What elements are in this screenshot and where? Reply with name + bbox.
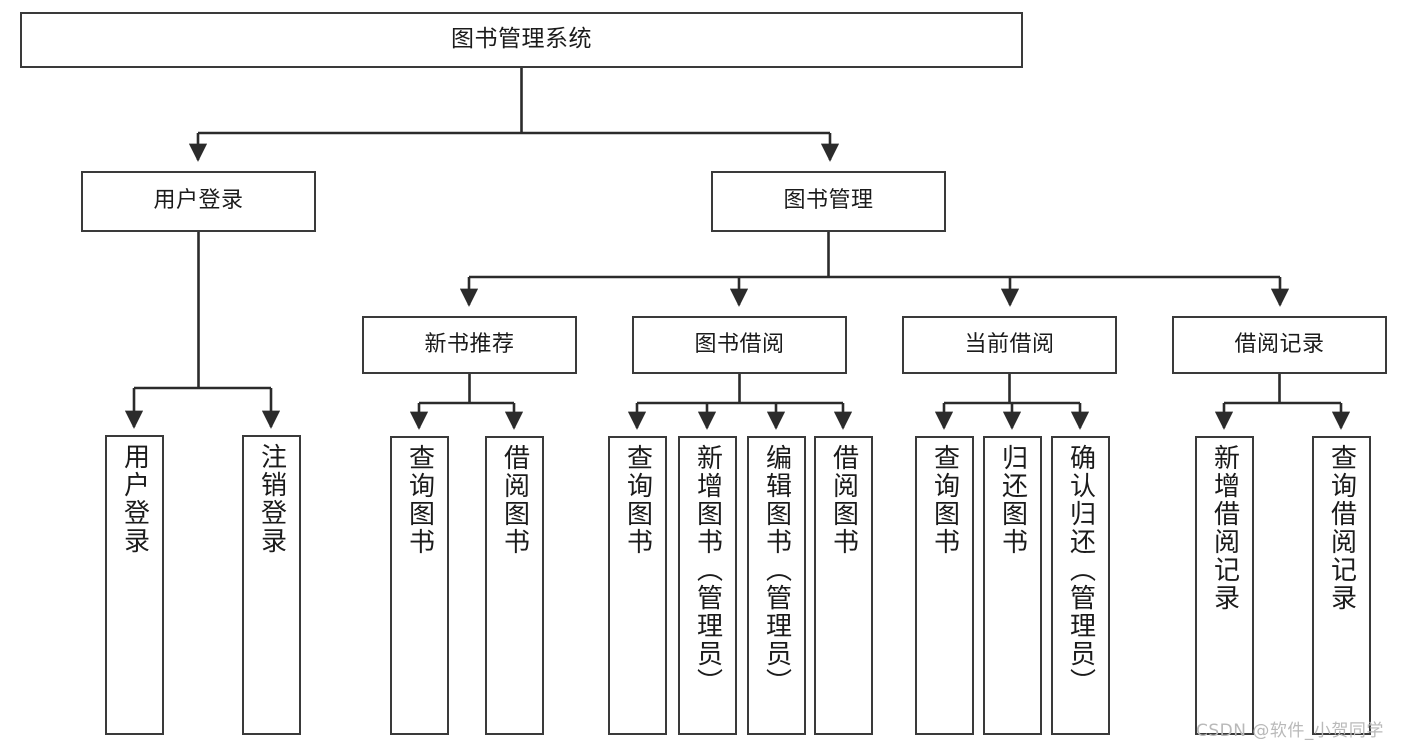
leaf-edit-book-admin[interactable]: 编辑图书（管理员）	[747, 436, 806, 735]
leaf-user-logout[interactable]: 注销登录	[242, 435, 301, 735]
leaf-user-login[interactable]: 用户登录	[105, 435, 164, 735]
node-label: 图书借阅	[694, 331, 785, 357]
node-label: 新增借阅记录	[1209, 444, 1240, 612]
node-label: 查询图书	[622, 444, 653, 556]
leaf-query-borrow-record[interactable]: 查询借阅记录	[1312, 436, 1371, 735]
node-label: 借阅图书	[828, 444, 859, 556]
leaf-add-borrow-record[interactable]: 新增借阅记录	[1195, 436, 1254, 735]
node-label: 用户登录	[153, 188, 244, 214]
node-label: 归还图书	[997, 444, 1028, 556]
node-root-system[interactable]: 图书管理系统	[20, 12, 1023, 68]
leaf-add-book-admin[interactable]: 新增图书（管理员）	[678, 436, 737, 735]
node-label: 借阅记录	[1234, 331, 1325, 357]
node-current-borrow[interactable]: 当前借阅	[902, 316, 1117, 374]
node-user-login[interactable]: 用户登录	[81, 171, 316, 232]
node-label: 注销登录	[256, 443, 287, 555]
node-label: 用户登录	[119, 443, 150, 555]
node-label: 图书管理	[783, 188, 874, 214]
leaf-borrow-book-rec[interactable]: 借阅图书	[485, 436, 544, 735]
node-label: 查询图书	[404, 444, 435, 556]
node-new-book-rec[interactable]: 新书推荐	[362, 316, 577, 374]
node-label: 查询借阅记录	[1326, 444, 1357, 612]
node-label: 当前借阅	[964, 331, 1055, 357]
node-book-manage[interactable]: 图书管理	[711, 171, 946, 232]
leaf-query-book-current[interactable]: 查询图书	[915, 436, 974, 735]
node-label: 查询图书	[929, 444, 960, 556]
node-label: 借阅图书	[499, 444, 530, 556]
node-label: 确认归还（管理员）	[1065, 444, 1096, 696]
leaf-borrow-book[interactable]: 借阅图书	[814, 436, 873, 735]
node-label: 新书推荐	[424, 331, 515, 357]
node-label: 编辑图书（管理员）	[761, 444, 792, 696]
node-label: 新增图书（管理员）	[692, 444, 723, 696]
leaf-confirm-return-admin[interactable]: 确认归还（管理员）	[1051, 436, 1110, 735]
node-book-borrow[interactable]: 图书借阅	[632, 316, 847, 374]
leaf-return-book[interactable]: 归还图书	[983, 436, 1042, 735]
node-borrow-record[interactable]: 借阅记录	[1172, 316, 1387, 374]
leaf-query-book-rec[interactable]: 查询图书	[390, 436, 449, 735]
node-label: 图书管理系统	[451, 26, 592, 53]
leaf-query-book-borrow[interactable]: 查询图书	[608, 436, 667, 735]
